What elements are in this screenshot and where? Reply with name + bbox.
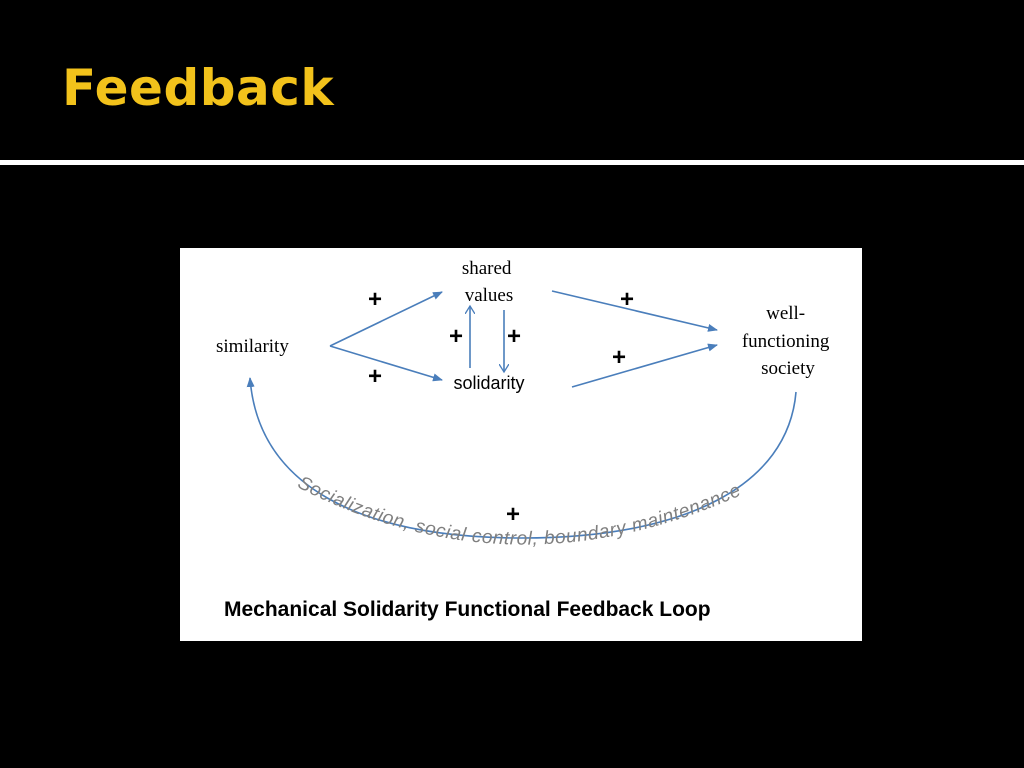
- node-solidarity: solidarity: [453, 373, 524, 393]
- sign-similarity-to-values: +: [368, 286, 382, 313]
- sign-solidarity-to-society: +: [612, 344, 626, 371]
- node-shared-values: shared values: [462, 258, 516, 306]
- node-well-functioning-society: well- functioning society: [742, 303, 834, 379]
- node-shared-values-line-2: values: [465, 285, 514, 306]
- sign-solidarity-to-values: +: [449, 323, 463, 350]
- arrow-values-to-society: [551, 290, 718, 332]
- sign-values-to-solidarity: +: [507, 323, 521, 350]
- polarity-signs: + + + + + + +: [368, 286, 634, 528]
- slide-title: Feedback: [62, 59, 335, 117]
- title-divider: [0, 160, 1024, 165]
- arrow-solidarity-to-society: [571, 343, 718, 388]
- node-society-line-2: functioning: [742, 331, 830, 352]
- diagram-arrows: [246, 290, 797, 539]
- node-shared-values-line-1: shared: [462, 258, 512, 279]
- node-society-line-3: society: [761, 358, 815, 379]
- feedback-loop-diagram: similarity shared values solidarity well…: [216, 258, 834, 621]
- sign-similarity-to-solidarity: +: [368, 363, 382, 390]
- node-society-line-1: well-: [766, 303, 805, 324]
- arrow-feedback-loop: [246, 377, 797, 539]
- sign-values-to-society: +: [620, 286, 634, 313]
- arrow-similarity-to-solidarity: [329, 345, 443, 382]
- node-similarity: similarity: [216, 336, 289, 357]
- diagram-panel: similarity shared values solidarity well…: [180, 248, 862, 641]
- diagram-caption: Mechanical Solidarity Functional Feedbac…: [224, 598, 711, 621]
- arrow-similarity-to-values: [329, 291, 443, 347]
- sign-feedback-loop: +: [506, 501, 520, 528]
